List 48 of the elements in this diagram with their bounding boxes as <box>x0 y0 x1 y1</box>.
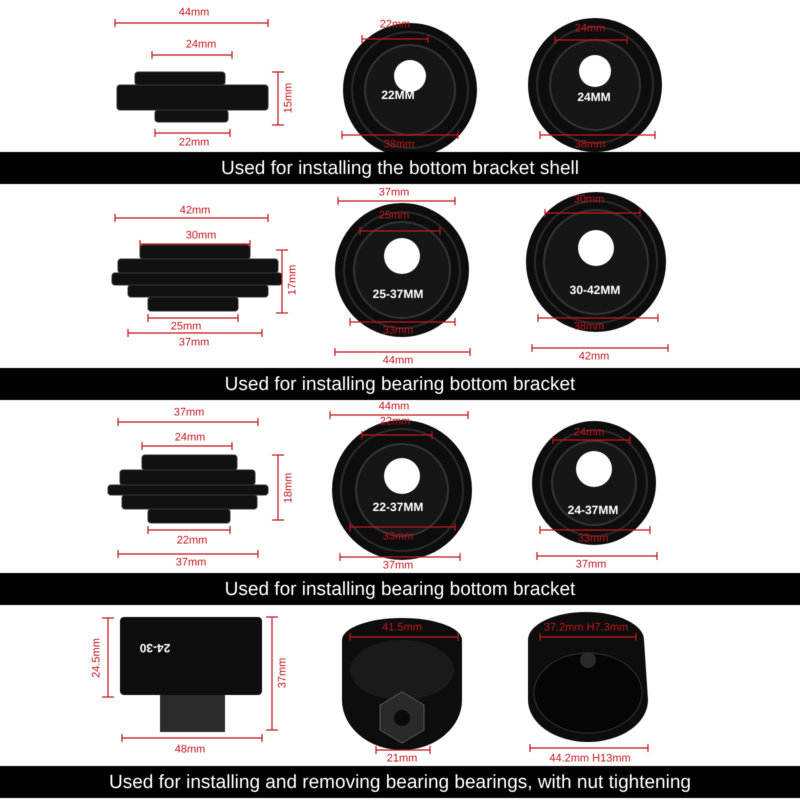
dimension-label: 24mm <box>174 432 206 444</box>
dimension-label: 37mm <box>382 560 414 572</box>
caption-band: Used for installing bearing bottom bracket <box>0 368 800 400</box>
dimension-label: 30mm <box>574 194 604 206</box>
dimension-label: 21mm <box>386 754 418 764</box>
part-marking: 24-37MM <box>568 504 618 516</box>
part-marking: 25-37MM <box>372 288 424 300</box>
dimension-label: 44mm <box>378 402 410 412</box>
dimension-label: 41.5mm <box>382 622 422 634</box>
dimension-label: 42mm <box>578 352 610 362</box>
dimension-label: 24mm <box>574 24 606 34</box>
dimension-label: 38mm <box>574 140 606 150</box>
part-marking: 22MM <box>381 89 415 101</box>
dimension-label: 37mm <box>176 558 206 568</box>
part-marking: 24-30 <box>140 642 170 654</box>
dimension-label: 42mm <box>180 206 210 216</box>
caption-band: Used for installing and removing bearing bearings, with nut tightening <box>0 766 800 798</box>
dimension-label: 24mm <box>186 40 216 50</box>
dimension-label: 33mm <box>382 326 414 336</box>
dimension-label: 15mm <box>284 82 294 114</box>
dimension-label: 37.2mm H7.3mm <box>544 622 628 634</box>
dimension-label: 44mm <box>178 8 210 18</box>
dimension-label: 38mm <box>384 140 414 150</box>
dimension-label: 38mm <box>574 322 604 332</box>
dimension-label: 18mm <box>284 472 294 504</box>
part-marking: 24MM <box>577 91 611 103</box>
dimension-label: 25mm <box>378 210 410 222</box>
dimension-label: 48mm <box>174 744 206 756</box>
dimension-label: 33mm <box>578 534 608 544</box>
caption-band: Used for installing bearing bottom bracket <box>0 573 800 605</box>
dimension-label: 30mm <box>186 230 216 242</box>
dimension-label: 22mm <box>176 536 208 546</box>
dimension-label: 37mm <box>378 188 410 198</box>
part-marking: 22-37MM <box>372 501 424 513</box>
part-marking: 30-42MM <box>570 284 620 296</box>
dimension-label: 37mm <box>278 658 288 688</box>
dimension-label: 37mm <box>178 338 210 348</box>
dimension-label: 44.2mm H13mm <box>549 754 631 764</box>
dimension-label: 25mm <box>170 322 202 332</box>
dimension-label: 37mm <box>576 560 606 570</box>
dimension-label: 24mm <box>574 428 604 438</box>
dimension-label: 44mm <box>382 356 414 366</box>
caption-band: Used for installing the bottom bracket shell <box>0 152 800 184</box>
dimension-label: 17mm <box>288 264 298 296</box>
dimension-label: 37mm <box>174 408 204 418</box>
dimension-label: 33mm <box>382 532 414 542</box>
dimension-label: 22mm <box>178 138 210 148</box>
dimension-label: 24.5mm <box>92 638 102 678</box>
